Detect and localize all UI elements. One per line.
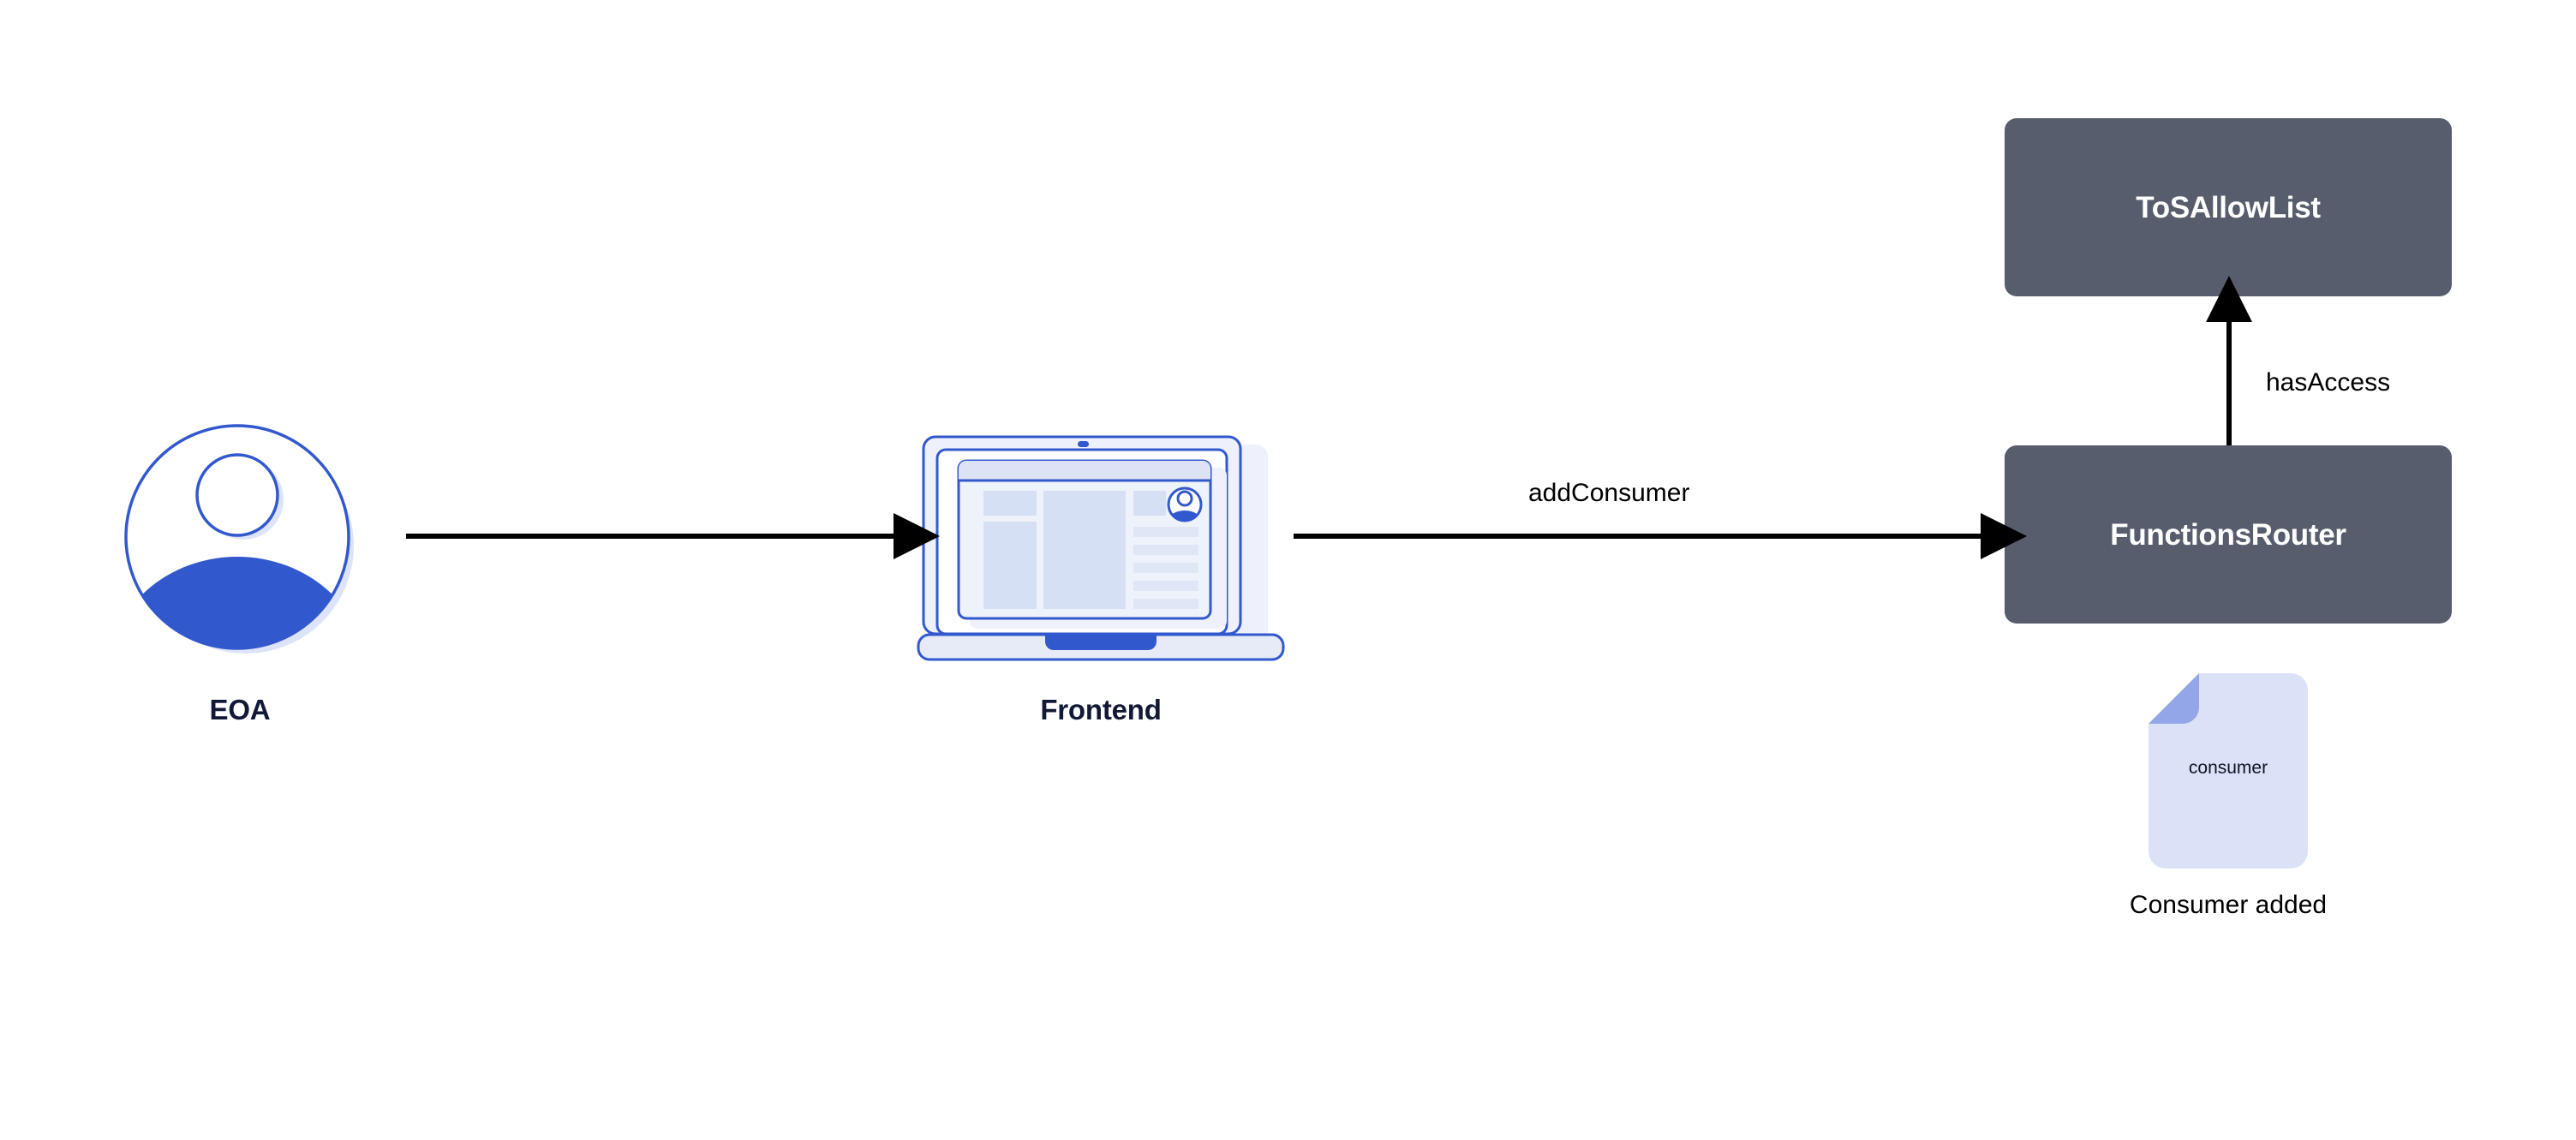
edge-label-has-access: hasAccess <box>2266 368 2391 397</box>
consumer-file-inner-label: consumer <box>2188 758 2268 778</box>
node-label-eoa: EOA <box>209 694 271 725</box>
edge-label-add-consumer: addConsumer <box>1528 479 1690 507</box>
node-frontend[interactable] <box>917 433 1285 662</box>
file-icon <box>2149 673 2308 868</box>
node-eoa[interactable] <box>124 424 354 654</box>
node-label-tos-allow-list: ToSAllowList <box>2136 190 2321 224</box>
consumer-added-caption: Consumer added <box>2129 891 2328 919</box>
user-avatar-icon <box>124 424 354 654</box>
node-consumer-file[interactable]: consumer <box>2149 673 2308 868</box>
node-functions-router[interactable]: FunctionsRouter <box>2005 445 2452 624</box>
screen-avatar-icon <box>1167 486 1203 522</box>
node-tos-allow-list[interactable]: ToSAllowList <box>2005 118 2452 296</box>
laptop-icon <box>917 435 1285 661</box>
node-label-frontend: Frontend <box>1040 694 1162 725</box>
node-label-functions-router: FunctionsRouter <box>2110 517 2346 552</box>
